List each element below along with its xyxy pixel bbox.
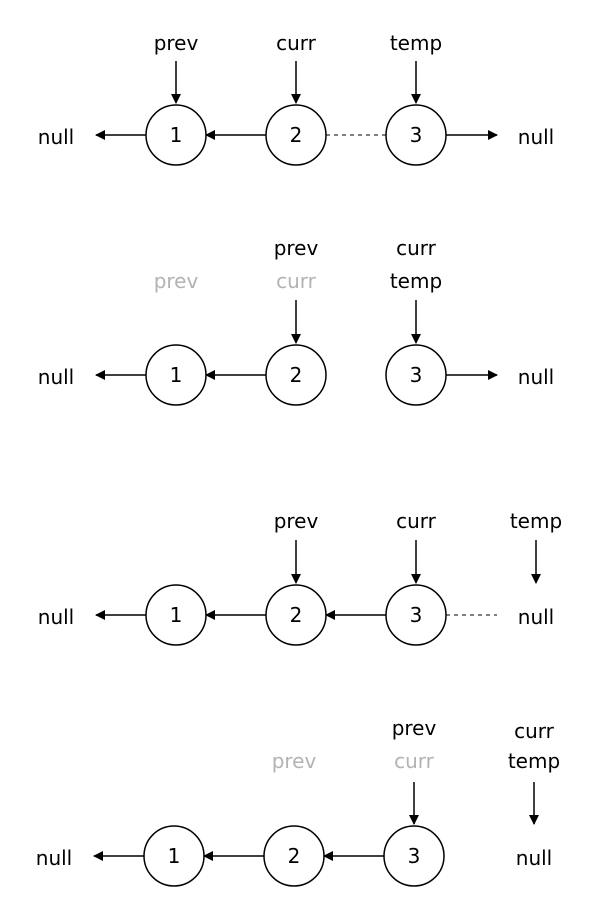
node-3-value: 3 <box>410 603 423 627</box>
pointer-label-prev: prev <box>154 31 199 55</box>
node-1-value: 1 <box>170 603 183 627</box>
node-1-value: 1 <box>170 363 183 387</box>
pointer-label-curr: curr <box>396 509 437 533</box>
node-3-value: 3 <box>410 123 423 147</box>
step-4: prev prev curr curr temp null 1 2 3 null <box>36 716 560 887</box>
pointer-label-temp: temp <box>508 749 560 773</box>
node-2 <box>265 344 327 406</box>
null-left: null <box>38 365 74 389</box>
pointer-label-temp: temp <box>390 269 442 293</box>
step-1: prev curr temp null 1 2 3 null <box>38 31 554 166</box>
node-2-value: 2 <box>288 844 301 868</box>
pointer-label-curr: curr <box>514 719 555 743</box>
step-2: prev prev curr curr temp null 1 2 3 null <box>38 236 554 406</box>
pointer-label-prev: prev <box>274 509 319 533</box>
pointer-label-prev: prev <box>392 716 437 740</box>
node-2-value: 2 <box>290 123 303 147</box>
pointer-label-temp: temp <box>510 509 562 533</box>
pointer-label-prev: prev <box>274 236 319 260</box>
node-1-value: 1 <box>168 844 181 868</box>
faded-label-curr: curr <box>276 269 317 293</box>
null-left: null <box>38 605 74 629</box>
step-3: prev curr temp null 1 2 3 null <box>38 509 562 646</box>
node-1-value: 1 <box>170 123 183 147</box>
null-left: null <box>38 125 74 149</box>
null-right: null <box>516 846 552 870</box>
null-right: null <box>518 125 554 149</box>
null-right: null <box>518 605 554 629</box>
node-3 <box>383 825 445 887</box>
pointer-label-temp: temp <box>390 31 442 55</box>
faded-label-curr: curr <box>394 749 435 773</box>
faded-label-prev: prev <box>272 749 317 773</box>
node-3-value: 3 <box>408 844 421 868</box>
null-left: null <box>36 846 72 870</box>
null-right: null <box>518 365 554 389</box>
pointer-label-curr: curr <box>396 236 437 260</box>
node-3-value: 3 <box>410 363 423 387</box>
node-2-value: 2 <box>290 363 303 387</box>
faded-label-prev: prev <box>154 269 199 293</box>
pointer-label-curr: curr <box>276 31 317 55</box>
node-2-value: 2 <box>290 603 303 627</box>
